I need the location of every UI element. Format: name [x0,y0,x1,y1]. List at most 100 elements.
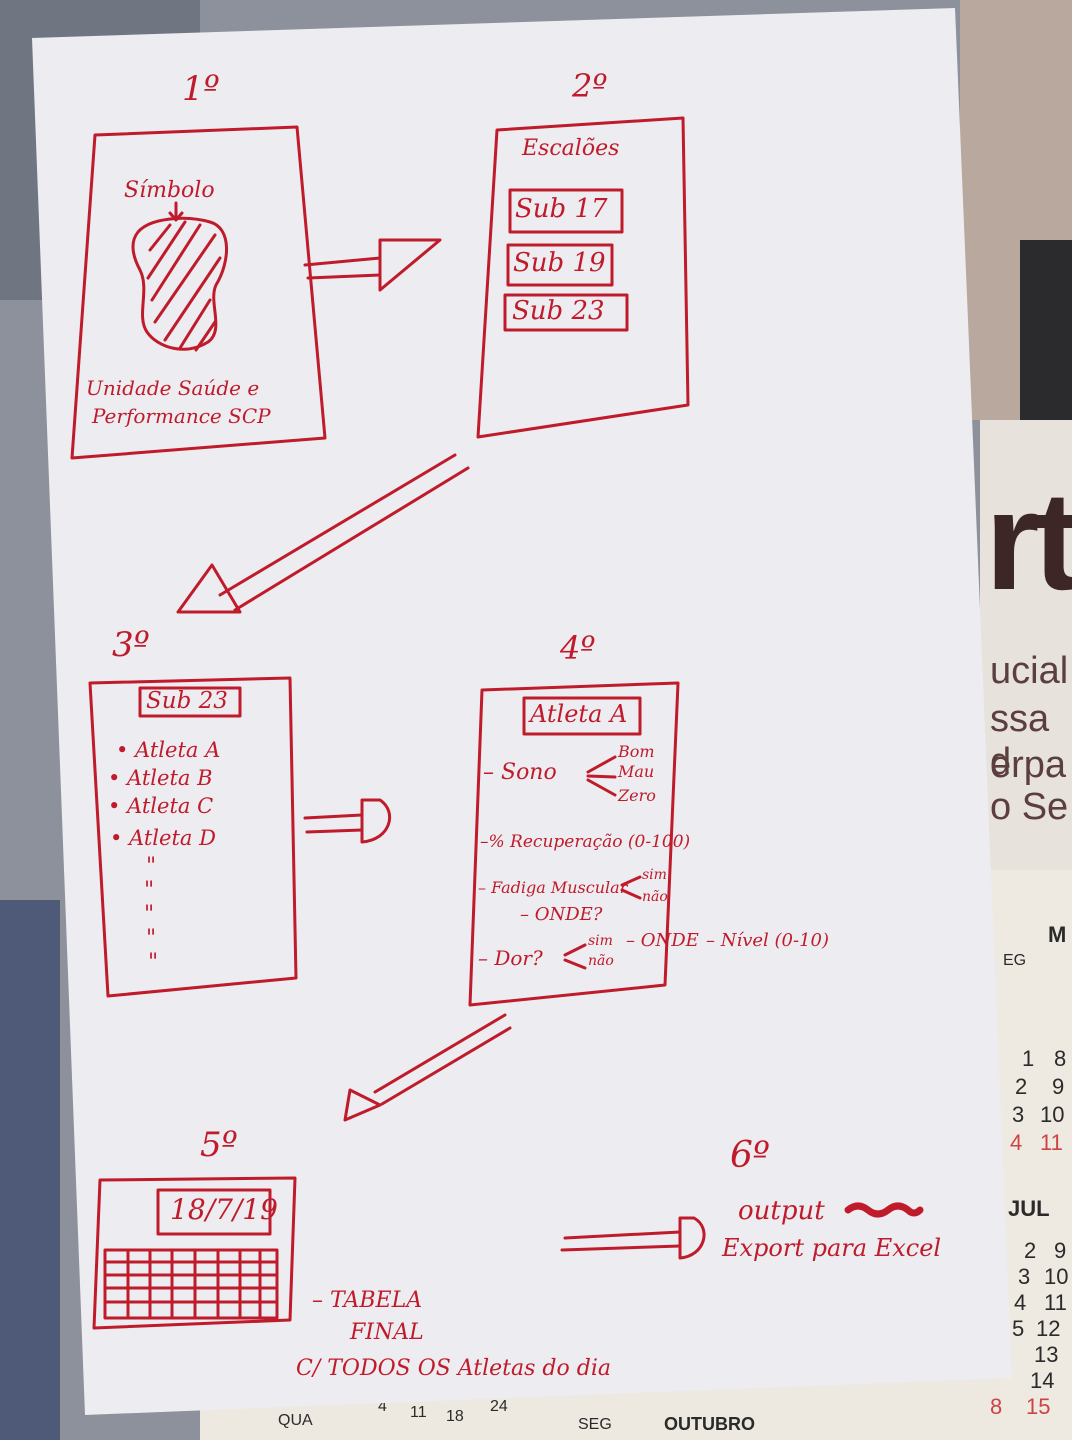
step-5-label: 5º [200,1125,238,1165]
athlete-header: Atleta A [530,700,628,728]
fadiga-option-nao[interactable]: não [642,889,668,905]
calendar-number: 3 [1018,1264,1031,1289]
sub19-box [506,243,614,287]
calendar-number: 12 [1036,1316,1061,1341]
arrow-3-to-4 [303,798,392,844]
ditto-mark: " [146,854,157,879]
final-table-grid [103,1248,279,1320]
table-note-line3: C/ TODOS OS Atletas do dia [296,1356,611,1381]
table-note-line1: – TABELA [312,1288,423,1313]
calendar-number: 18 [446,1408,464,1425]
calendar-label: SEG [578,1416,612,1433]
calendar-number: 8 [990,1394,1003,1419]
scribble-strike [844,1202,924,1218]
screen5-frame [92,1176,297,1330]
sono-branch [586,755,617,797]
background-text-fragment: erpa [990,744,1067,786]
calendar-label: OUTUBRO [664,1414,755,1434]
calendar-number: 9 [1052,1074,1065,1099]
calendar-number: 4 [1014,1290,1027,1315]
calendar-number: 14 [1030,1368,1055,1393]
fadiga-onde-field[interactable]: – ONDE? [520,904,603,925]
fadiga-option-sim[interactable]: sim [642,867,667,883]
calendar-label: QUA [278,1412,313,1429]
calendar-number: 11 [410,1404,427,1421]
export-excel-label[interactable]: Export para Excel [722,1234,942,1262]
sono-option-zero[interactable]: Zero [618,786,656,805]
calendar-number: 13 [1034,1342,1059,1367]
calendar-number: 15 [1026,1394,1051,1419]
sub23-header-box [138,686,242,718]
recuperacao-field[interactable]: –% Recuperação (0-100) [480,832,691,852]
table-note-line2: FINAL [350,1320,424,1345]
sub17-button[interactable]: Sub 17 [515,194,608,224]
calendar-label: EG [1003,952,1027,969]
ditto-mark: " [144,878,155,903]
ditto-mark: " [148,950,159,975]
dor-onde-field[interactable]: – ONDE [626,930,699,951]
dor-field: – Dor? [478,946,543,970]
athlete-header-box [522,696,642,736]
sub19-button[interactable]: Sub 19 [513,248,606,278]
calendar-label: JUL [1008,1196,1050,1221]
athlete-list-item[interactable]: • Atleta B [108,766,213,790]
athlete-list-item[interactable]: • Atleta D [110,826,216,850]
ditto-mark: " [144,902,155,927]
symbol-label: Símbolo [124,178,215,203]
app-title-line1: Unidade Saúde e [86,376,260,400]
calendar-number: 9 [1054,1238,1067,1263]
logo-hatching [146,220,222,352]
calendar-number: 10 [1044,1264,1069,1289]
step-6-label: 6º [730,1135,770,1176]
calendar-number: 24 [490,1398,508,1415]
step-4-label: 4º [560,629,596,667]
step-2-label: 2º [572,67,608,105]
calendar-number: 2 [1024,1238,1037,1263]
fadiga-field: – Fadiga Muscular [478,878,628,897]
sub17-box [508,188,624,234]
calendar-number: 5 [1012,1316,1025,1341]
step-3-label: 3º [112,625,150,665]
output-label: output [738,1196,825,1226]
background-text-fragment: ucial [990,650,1069,692]
dor-option-sim[interactable]: sim [588,933,613,949]
sub23-box [503,293,629,332]
sono-option-mau[interactable]: Mau [618,762,655,781]
screen4-frame [468,681,680,1007]
escaloes-header: Escalões [522,136,620,161]
arrow-1-to-2 [303,238,442,292]
dor-branch [563,943,587,970]
athlete-list-item[interactable]: • Atleta C [108,794,214,818]
calendar-number: 2 [1015,1074,1028,1099]
screen1-frame [70,125,327,460]
sub23-button[interactable]: Sub 23 [512,296,605,326]
calendar-number: 11 [1044,1290,1067,1315]
sono-field: – Sono [483,760,557,785]
calendar-number: 4 [378,1398,387,1415]
logo-symbol [131,216,228,351]
step-1-label: 1º [182,69,220,109]
calendar-number: 10 [1040,1102,1065,1127]
calendar-number: 11 [1040,1130,1063,1155]
calendar-label: M [1048,922,1067,947]
app-title-line2: Performance SCP [92,404,271,428]
arrow-2-to-3 [176,453,470,614]
screen3-frame [88,676,298,998]
calendar-number: 1 [1022,1046,1035,1071]
dor-option-nao[interactable]: não [588,953,614,969]
date-box [156,1188,272,1236]
arrow-4-to-5 [343,1013,512,1122]
athlete-list-item[interactable]: • Atleta A [116,738,221,762]
dor-nivel-field[interactable]: – Nível (0-10) [706,930,830,951]
ditto-mark: " [146,926,157,951]
team-header: Sub 23 [146,688,228,714]
calendar-number: 3 [1012,1102,1025,1127]
background-text-fragment: o Se [990,786,1069,828]
background-text-fragment: ssa d [990,698,1050,783]
date-header: 18/7/19 [170,1193,278,1226]
background-brand-fragment: rt [985,462,1072,619]
sono-option-bom[interactable]: Bom [618,742,655,761]
calendar-number: 8 [1054,1046,1067,1071]
